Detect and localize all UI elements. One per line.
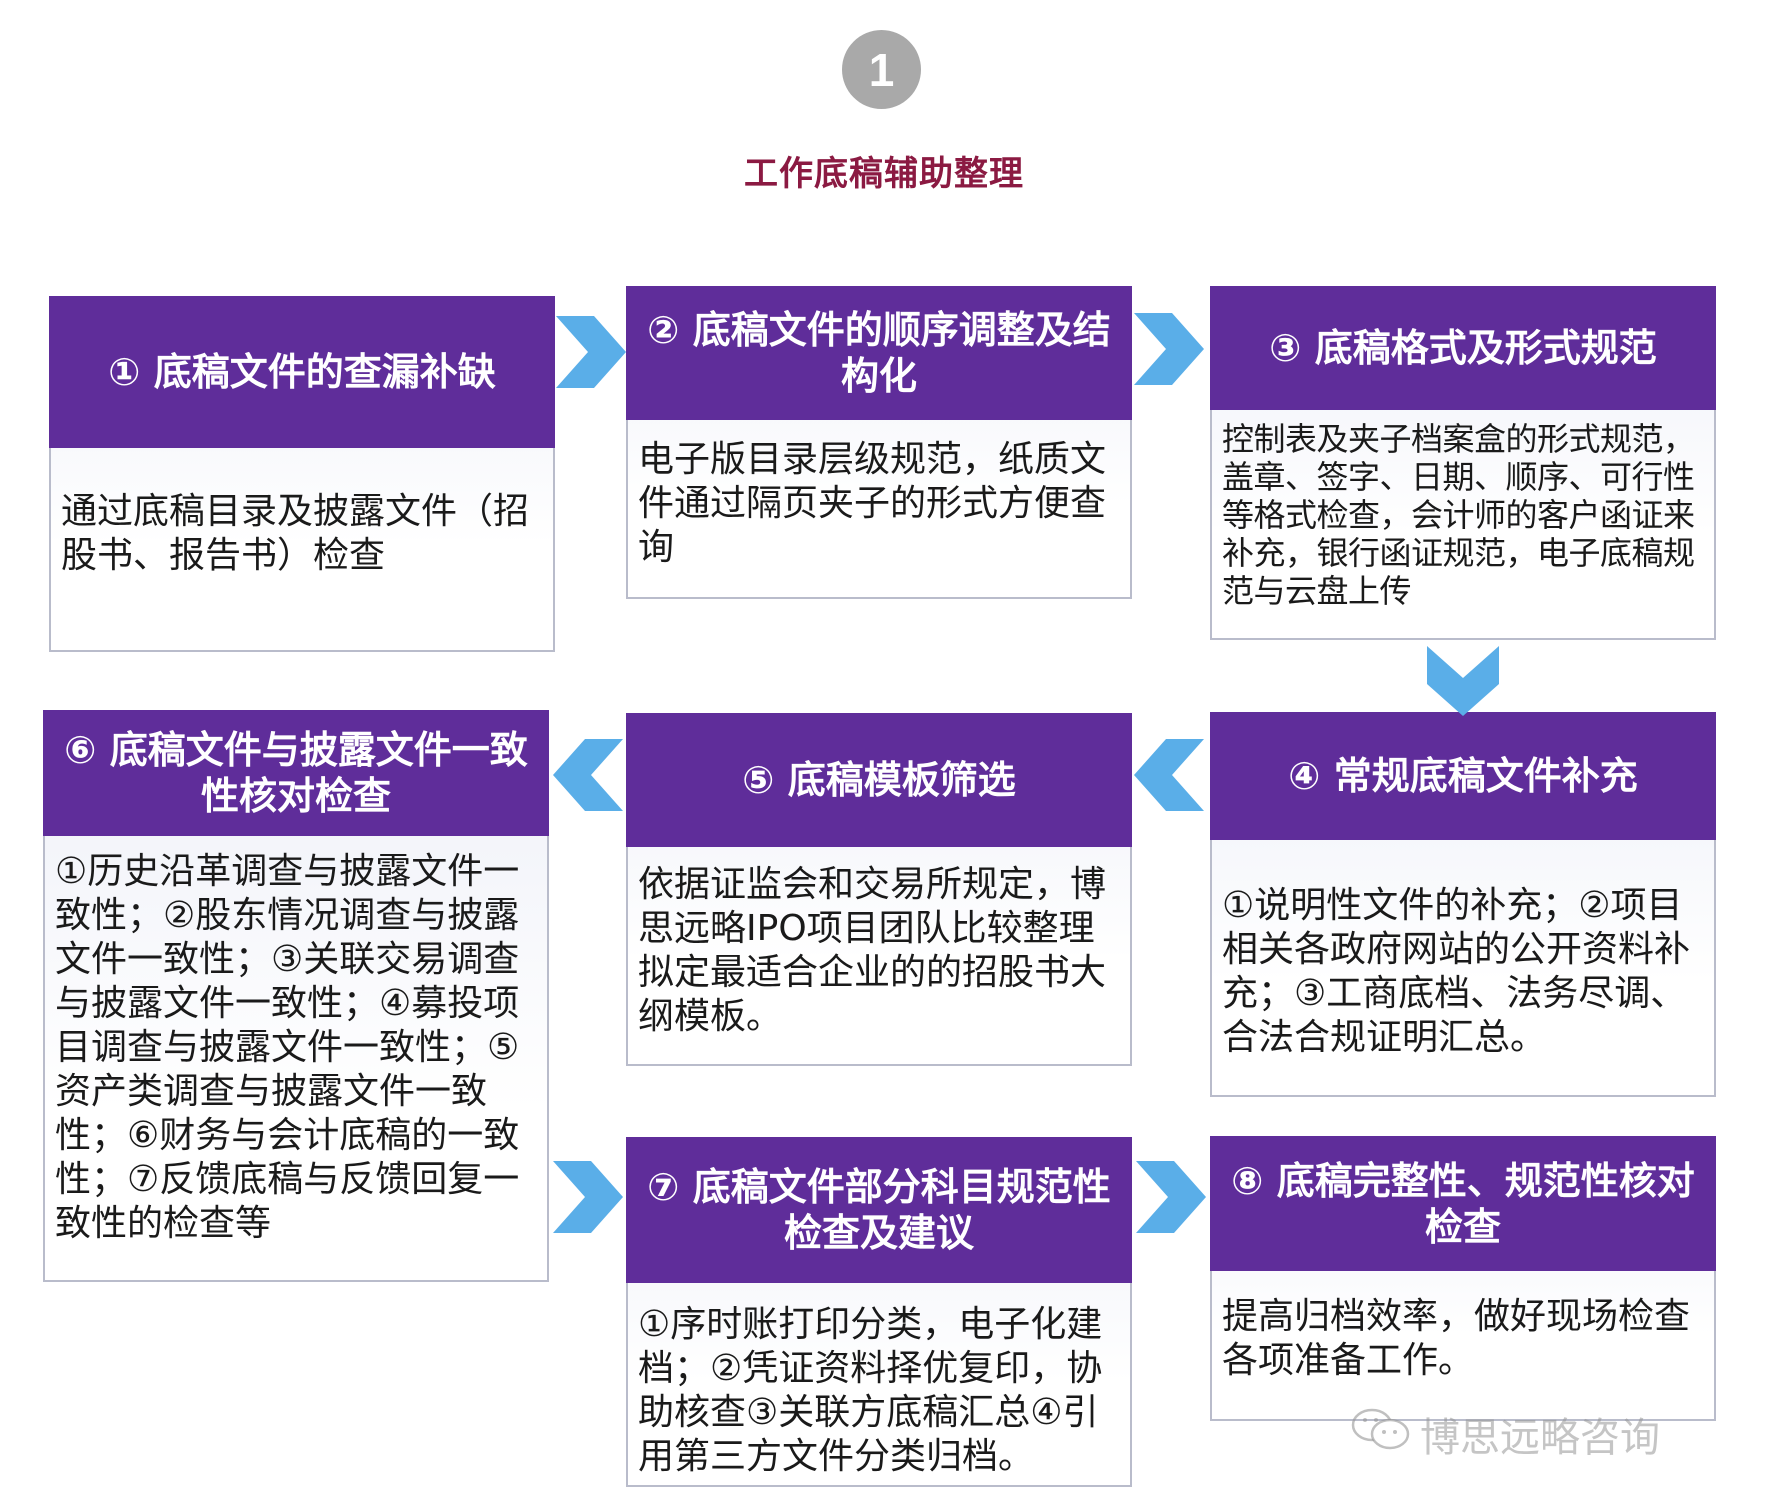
chevron-down-icon	[1427, 646, 1499, 716]
card-header: ⑥ 底稿文件与披露文件一致性核对检查	[43, 710, 549, 836]
card-header: ④ 常规底稿文件补充	[1210, 712, 1716, 840]
chevron-right-icon	[1134, 313, 1204, 385]
wechat-icon	[1350, 1407, 1412, 1461]
card-step-4: ④ 常规底稿文件补充 ①说明性文件的补充；②项目相关各政府网站的公开资料补充；③…	[1210, 712, 1716, 1097]
card-step-5: ⑤ 底稿模板筛选 依据证监会和交易所规定，博思远略IPO项目团队比较整理拟定最适…	[626, 713, 1132, 1066]
card-body: 控制表及夹子档案盒的形式规范，盖章、签字、日期、顺序、可行性等格式检查，会计师的…	[1222, 420, 1695, 610]
card-step-7: ⑦ 底稿文件部分科目规范性检查及建议 ①序时账打印分类，电子化建档；②凭证资料择…	[626, 1137, 1132, 1487]
card-header: ⑧ 底稿完整性、规范性核对检查	[1210, 1136, 1716, 1271]
card-step-8: ⑧ 底稿完整性、规范性核对检查 提高归档效率，做好现场检查各项准备工作。	[1210, 1136, 1716, 1421]
watermark-text: 博思远略咨询	[1420, 1415, 1660, 1461]
card-header: ⑤ 底稿模板筛选	[626, 713, 1132, 847]
card-step-1: ① 底稿文件的查漏补缺 通过底稿目录及披露文件（招股书、报告书）检查	[49, 296, 555, 652]
chevron-left-icon	[553, 739, 623, 811]
card-header: ① 底稿文件的查漏补缺	[49, 296, 555, 448]
card-step-2: ② 底稿文件的顺序调整及结构化 电子版目录层级规范，纸质文件通过隔页夹子的形式方…	[626, 286, 1132, 599]
card-body: 通过底稿目录及披露文件（招股书、报告书）检查	[61, 491, 530, 576]
chevron-left-icon	[1134, 739, 1204, 811]
card-body: 依据证监会和交易所规定，博思远略IPO项目团队比较整理拟定最适合企业的的招股书大…	[638, 864, 1107, 1037]
step-number-badge: 1	[842, 30, 921, 109]
card-step-3: ③ 底稿格式及形式规范 控制表及夹子档案盒的形式规范，盖章、签字、日期、顺序、可…	[1210, 286, 1716, 640]
card-body: ①说明性文件的补充；②项目相关各政府网站的公开资料补充；③工商底档、法务尽调、合…	[1222, 885, 1691, 1058]
page-title: 工作底稿辅助整理	[744, 154, 1024, 194]
chevron-right-icon	[1136, 1161, 1206, 1233]
card-header: ② 底稿文件的顺序调整及结构化	[626, 286, 1132, 420]
chevron-right-icon	[556, 316, 626, 388]
card-body: 提高归档效率，做好现场检查各项准备工作。	[1222, 1296, 1691, 1381]
chevron-right-icon	[553, 1161, 623, 1233]
card-body: ①序时账打印分类，电子化建档；②凭证资料择优复印，协助核查③关联方底稿汇总④引用…	[638, 1304, 1103, 1477]
card-header: ③ 底稿格式及形式规范	[1210, 286, 1716, 410]
card-step-6: ⑥ 底稿文件与披露文件一致性核对检查 ①历史沿革调查与披露文件一致性；②股东情况…	[43, 710, 549, 1282]
card-body: 电子版目录层级规范，纸质文件通过隔页夹子的形式方便查询	[638, 439, 1107, 568]
watermark: 博思远略咨询	[1350, 1408, 1660, 1461]
card-body: ①历史沿革调查与披露文件一致性；②股东情况调查与披露文件一致性；③关联交易调查与…	[55, 851, 520, 1244]
card-header: ⑦ 底稿文件部分科目规范性检查及建议	[626, 1137, 1132, 1283]
